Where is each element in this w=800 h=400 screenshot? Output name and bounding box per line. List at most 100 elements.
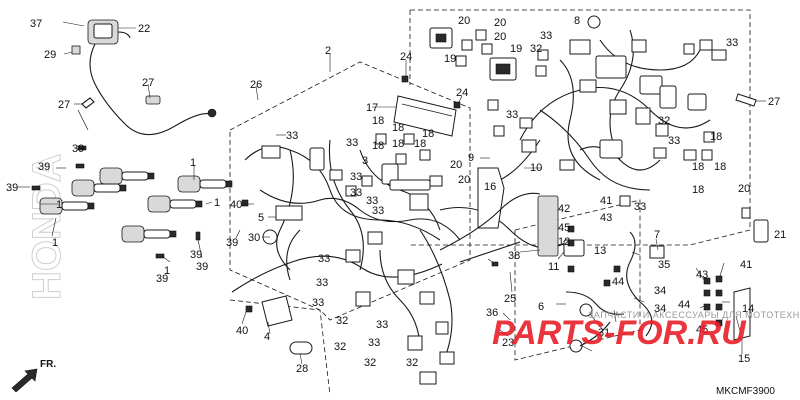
callout-label: 18 <box>714 161 726 173</box>
store-watermark: PARTS-FOR.RU ЗАПЧАСТИ И АКСЕССУАРЫ ДЛЯ М… <box>492 310 800 352</box>
callout-label: 24 <box>456 87 468 99</box>
sensor-22 <box>71 19 217 136</box>
callout-label: 29 <box>44 49 56 61</box>
callout-label: 33 <box>540 30 552 42</box>
callout-label: 26 <box>250 79 262 91</box>
callout-label: 1 <box>190 157 196 169</box>
callout-label: 18 <box>392 138 404 150</box>
relay-group <box>429 27 517 81</box>
callout-label: 38 <box>508 250 520 262</box>
callout-label: 1 <box>164 265 170 277</box>
callout-label: 39 <box>38 161 50 173</box>
callout-label: 20 <box>458 174 470 186</box>
callout-label: 20 <box>450 159 462 171</box>
callout-label: 33 <box>286 130 298 142</box>
callout-label: 6 <box>538 301 544 313</box>
callout-label: 18 <box>372 115 384 127</box>
central-parts <box>262 167 585 267</box>
callout-label: 40 <box>230 199 242 211</box>
callout-label: 45 <box>696 324 708 336</box>
callout-label: 32 <box>530 43 542 55</box>
leader-lines <box>18 21 766 365</box>
callout-label: 41 <box>600 195 612 207</box>
callout-label: 21 <box>774 229 786 241</box>
callout-label: 32 <box>406 357 418 369</box>
callout-label: 14 <box>742 303 754 315</box>
callout-label: 43 <box>600 212 612 224</box>
callout-label: 24 <box>400 51 412 63</box>
small-parts <box>703 207 769 341</box>
callout-label: 33 <box>634 201 646 213</box>
callout-label: 8 <box>574 15 580 27</box>
callout-label: 39 <box>156 273 168 285</box>
upper-harness <box>487 15 727 207</box>
callout-label: 39 <box>226 237 238 249</box>
callout-label: 33 <box>350 171 362 183</box>
callout-label: 17 <box>366 102 378 114</box>
callout-label: 19 <box>444 53 456 65</box>
callout-label: 40 <box>236 325 248 337</box>
callout-label: 39 <box>196 261 208 273</box>
callout-label: 39 <box>6 182 18 194</box>
callout-label: 36 <box>486 307 498 319</box>
callout-label: 33 <box>726 37 738 49</box>
callout-label: 13 <box>594 245 606 257</box>
callout-label: 44 <box>612 276 624 288</box>
callout-label: 1 <box>56 199 62 211</box>
callout-label: 33 <box>368 337 380 349</box>
callout-label: 27 <box>142 77 154 89</box>
callout-label: 34 <box>654 303 666 315</box>
callout-label: 33 <box>376 319 388 331</box>
callout-label: 18 <box>710 131 722 143</box>
callout-label: 28 <box>296 363 308 375</box>
callout-label: 32 <box>658 115 670 127</box>
callout-label: 45 <box>558 222 570 234</box>
callout-label: 33 <box>312 297 324 309</box>
main-harness <box>231 133 571 385</box>
callout-numbers: 37 22 29 2 27 27 26 24 24 17 20 20 19 19… <box>6 15 786 375</box>
callout-label: 32 <box>364 357 376 369</box>
callout-label: 1 <box>52 237 58 249</box>
callout-label: 41 <box>740 259 752 271</box>
diagram-code: MKCMF3900 <box>716 386 775 397</box>
callout-label: 18 <box>372 140 384 152</box>
callout-label: 20 <box>738 183 750 195</box>
callout-label: 18 <box>692 184 704 196</box>
callout-label: 35 <box>658 259 670 271</box>
callout-label: 25 <box>504 293 516 305</box>
callout-label: 9 <box>468 152 474 164</box>
callout-label: 1 <box>214 197 220 209</box>
callout-label: 5 <box>258 212 264 224</box>
callout-label: 18 <box>692 161 704 173</box>
callout-label: 27 <box>58 99 70 111</box>
callout-label: 20 <box>494 17 506 29</box>
front-direction-indicator: FR. <box>11 359 56 393</box>
callout-label: 33 <box>366 195 378 207</box>
callout-label: 16 <box>484 181 496 193</box>
callout-label: 33 <box>668 135 680 147</box>
callout-label: 23 <box>502 337 514 349</box>
bracket-17 <box>393 75 461 137</box>
callout-label: 39 <box>72 143 84 155</box>
callout-label: 18 <box>392 122 404 134</box>
callout-label: 18 <box>414 138 426 150</box>
callout-label: 20 <box>494 31 506 43</box>
callout-label: 4 <box>264 331 270 343</box>
callout-label: 39 <box>190 249 202 261</box>
callout-label: 32 <box>334 341 346 353</box>
honda-watermark: HONDA <box>25 153 69 300</box>
callout-label: 22 <box>138 23 150 35</box>
callout-label: 27 <box>768 96 780 108</box>
store-watermark-tagline: ЗАПЧАСТИ И АКСЕССУАРЫ ДЛЯ МОТОТЕХНИКИ <box>588 310 800 320</box>
ignition-coils <box>31 145 233 259</box>
callout-label: 20 <box>458 15 470 27</box>
callout-label: 43 <box>696 269 708 281</box>
callout-label: 42 <box>558 203 570 215</box>
callout-label: 37 <box>30 18 42 30</box>
callout-label: 11 <box>548 261 559 273</box>
callout-label: 33 <box>372 205 384 217</box>
callout-label: 33 <box>350 187 362 199</box>
callout-label: 18 <box>422 128 434 140</box>
callout-label: 10 <box>530 162 542 174</box>
